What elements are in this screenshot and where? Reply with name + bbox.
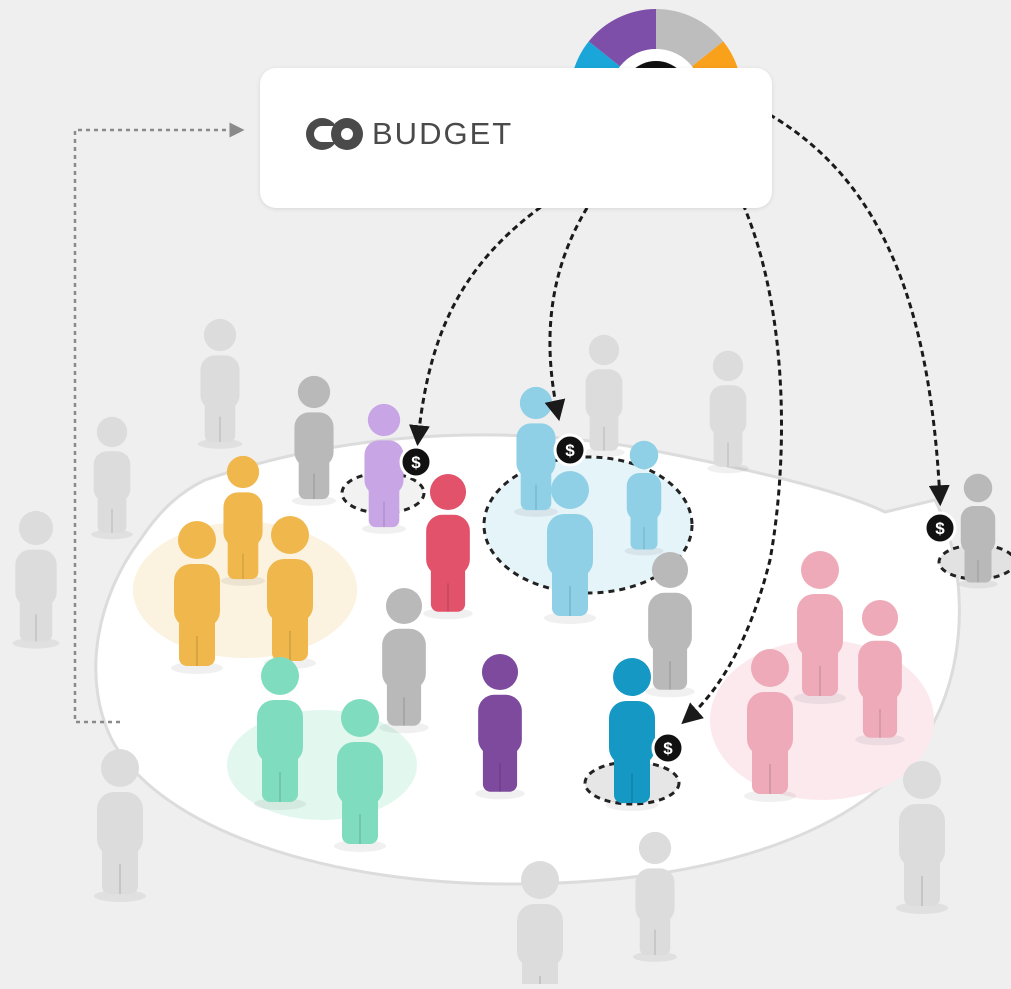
person-faded-5 xyxy=(707,350,749,474)
svg-text:$: $ xyxy=(565,441,575,460)
dollar-coin-icon: $ xyxy=(553,433,587,467)
person-purple xyxy=(475,653,525,800)
svg-text:$: $ xyxy=(935,519,945,538)
logo-text: BUDGET xyxy=(372,116,514,151)
person-pink-3 xyxy=(744,649,796,802)
person-light-blue-2 xyxy=(624,440,664,556)
person-mint-2 xyxy=(334,699,386,852)
person-pink-2 xyxy=(855,599,905,746)
arrow-to-lavender xyxy=(409,168,601,447)
cobudget-logo: BUDGET xyxy=(300,112,513,156)
arrow-to-blue-person xyxy=(681,159,783,725)
person-red xyxy=(423,473,473,620)
person-outside xyxy=(958,473,998,589)
svg-text:$: $ xyxy=(663,739,673,758)
person-faded-4 xyxy=(583,334,625,458)
person-faded-7 xyxy=(517,861,563,989)
person-pink-1 xyxy=(794,551,846,704)
person-faded-9 xyxy=(896,761,948,914)
person-yellow-3 xyxy=(264,516,316,669)
arrow-to-outside-person xyxy=(751,103,950,507)
person-lavender xyxy=(361,403,407,534)
person-gray-3 xyxy=(645,551,695,698)
person-light-blue-3 xyxy=(544,471,596,624)
person-faded-8 xyxy=(632,831,678,962)
svg-text:$: $ xyxy=(411,453,421,472)
person-mint-1 xyxy=(254,657,306,810)
person-yellow-2 xyxy=(171,521,223,674)
person-faded-3 xyxy=(12,510,60,649)
wheel-segment xyxy=(656,9,724,67)
person-faded-1 xyxy=(197,318,243,449)
person-yellow-1 xyxy=(220,455,266,586)
logo-mark-icon xyxy=(306,118,363,150)
person-light-blue-1 xyxy=(513,386,559,517)
dollar-coin-icon: $ xyxy=(923,511,957,545)
dollar-coin-icon: $ xyxy=(399,445,433,479)
person-faded-2 xyxy=(91,416,133,540)
person-gray-1 xyxy=(291,375,337,506)
person-gray-2 xyxy=(379,587,429,734)
dollar-coin-icon: $ xyxy=(651,731,685,765)
person-blue xyxy=(606,658,658,811)
person-faded-6 xyxy=(94,749,146,902)
wheel-segment xyxy=(588,9,656,67)
